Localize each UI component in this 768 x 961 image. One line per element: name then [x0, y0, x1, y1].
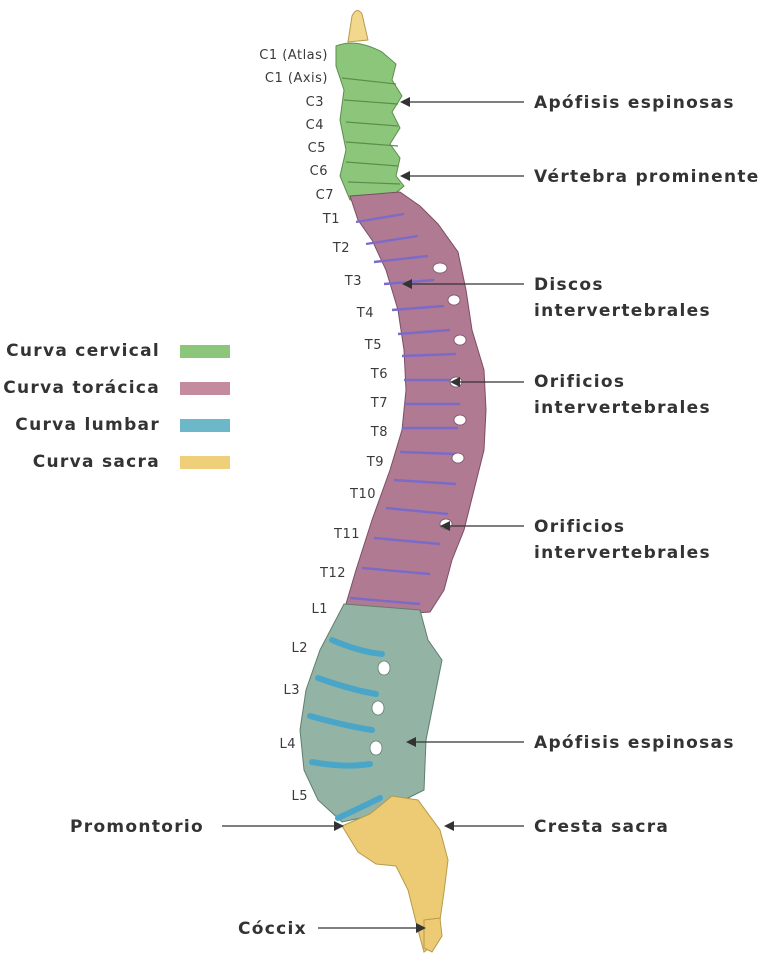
callout-line: Apófisis espinosas: [534, 733, 735, 753]
legend-label: Curva cervical: [6, 341, 160, 361]
vertebra-label-l4: L4: [279, 737, 296, 752]
vertebra-label-l5: L5: [291, 789, 308, 804]
lumbar-discs-icon: [307, 637, 385, 821]
skull-base-icon: [347, 10, 369, 43]
legend-item-sacra: Curva sacra: [0, 448, 240, 478]
vertebra-label-c5: C5: [307, 141, 326, 156]
vertebra-label-c3: C3: [305, 95, 324, 110]
callout-apofisis-espinosas-bottom: Apófisis espinosas: [534, 730, 735, 756]
legend-label: Curva lumbar: [15, 415, 160, 435]
legend-swatch-cervical: [180, 345, 230, 358]
legend-item-toracica: Curva torácica: [0, 374, 240, 404]
callout-orificios-intervertebrales-2: Orificios intervertebrales: [534, 514, 711, 566]
vertebra-label-c4: C4: [305, 118, 324, 133]
callout-line: intervertebrales: [534, 543, 711, 563]
vertebra-label-c1-atlas: C1 (Atlas): [259, 48, 328, 63]
legend-swatch-lumbar: [180, 419, 230, 432]
callout-arrows: [222, 97, 524, 933]
vertebra-label-t7: T7: [370, 396, 388, 411]
vertebra-label-c1-axis: C1 (Axis): [264, 71, 328, 86]
callout-line: intervertebrales: [534, 301, 711, 321]
sacral-region: [341, 795, 449, 953]
callout-vertebra-prominente: Vértebra prominente: [534, 164, 760, 190]
callout-line: Cresta sacra: [534, 817, 670, 837]
vertebra-label-t9: T9: [366, 455, 384, 470]
vertebra-label-t2: T2: [332, 241, 350, 256]
vertebra-label-l1: L1: [311, 602, 328, 617]
thoracic-discs-icon: [349, 212, 460, 606]
callout-line: Orificios: [534, 372, 626, 392]
callout-orificios-intervertebrales-1: Orificios intervertebrales: [534, 369, 711, 421]
lumbar-region: [299, 603, 443, 823]
vertebra-label-t12: T12: [320, 566, 346, 581]
lumbar-vertebrae-icon: [299, 603, 443, 823]
callout-line: Orificios: [534, 517, 626, 537]
vertebra-label-t5: T5: [364, 338, 382, 353]
vertebra-label-l3: L3: [283, 683, 300, 698]
thoracic-region: [345, 191, 487, 615]
callout-coccix: Cóccix: [238, 916, 307, 942]
coccyx-icon: [423, 917, 443, 953]
vertebra-label-t11: T11: [334, 527, 360, 542]
vertebra-label-c6: C6: [309, 164, 328, 179]
vertebra-label-t4: T4: [356, 306, 374, 321]
cervical-region: [335, 10, 405, 201]
callout-cresta-sacra: Cresta sacra: [534, 814, 669, 840]
callout-apofisis-espinosas-top: Apófisis espinosas: [534, 90, 735, 116]
legend-label: Curva torácica: [3, 378, 160, 398]
legend-swatch-sacra: [180, 456, 230, 469]
callout-line: intervertebrales: [534, 398, 711, 418]
callout-discos-intervertebrales: Discos intervertebrales: [534, 272, 711, 324]
legend-label: Curva sacra: [32, 452, 160, 472]
legend-item-cervical: Curva cervical: [0, 337, 240, 367]
vertebra-label-t1: T1: [322, 212, 340, 227]
vertebra-label-l2: L2: [291, 641, 308, 656]
vertebra-label-t6: T6: [370, 367, 388, 382]
callout-line: Discos: [534, 275, 604, 295]
callout-line: Vértebra prominente: [534, 167, 760, 187]
legend-swatch-toracica: [180, 382, 230, 395]
callout-line: Apófisis espinosas: [534, 93, 735, 113]
vertebra-label-t3: T3: [344, 274, 362, 289]
vertebra-label-t10: T10: [350, 487, 376, 502]
callout-promontorio: Promontorio: [70, 814, 204, 840]
vertebra-label-t8: T8: [370, 425, 388, 440]
callout-line: Cóccix: [238, 919, 307, 939]
vertebra-label-c7: C7: [315, 188, 334, 203]
callout-line: Promontorio: [70, 817, 205, 837]
legend-item-lumbar: Curva lumbar: [0, 411, 240, 441]
